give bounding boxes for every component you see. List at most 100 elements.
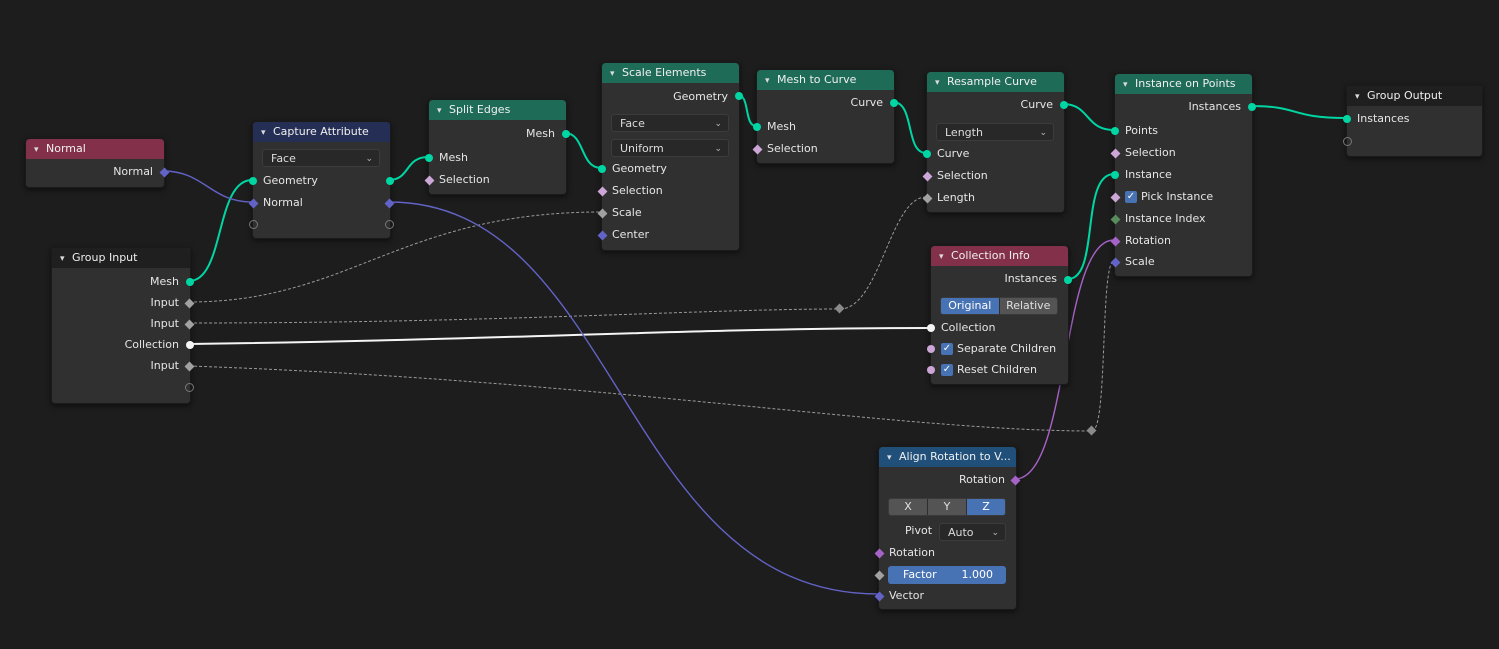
socket-label: Reset Children xyxy=(957,363,1037,376)
node-align-rotation[interactable]: ▾Align Rotation to V... Rotation X Y Z P… xyxy=(874,446,1021,610)
axis-x[interactable]: X xyxy=(889,499,928,515)
output-socket-mesh[interactable] xyxy=(562,130,570,138)
axis-y[interactable]: Y xyxy=(928,499,967,515)
reset-children-checkbox[interactable]: ✓ xyxy=(941,364,953,376)
link-input-scale xyxy=(188,211,602,303)
output-socket-mesh[interactable] xyxy=(186,278,194,286)
chevron-down-icon[interactable]: ▾ xyxy=(765,76,770,86)
output-socket-collection[interactable] xyxy=(186,341,194,349)
empty-socket[interactable] xyxy=(185,383,194,392)
output-socket-instances[interactable] xyxy=(1248,103,1256,111)
socket-label: Selection xyxy=(767,142,818,155)
axis-toggle[interactable]: X Y Z xyxy=(888,498,1006,516)
chevron-down-icon: ⌄ xyxy=(1039,128,1047,138)
node-header[interactable]: ▾Split Edges xyxy=(429,100,566,120)
axis-z[interactable]: Z xyxy=(967,499,1005,515)
chevron-down-icon[interactable]: ▾ xyxy=(34,145,39,155)
mode-dropdown[interactable]: Length ⌄ xyxy=(936,123,1054,141)
input-socket-geometry[interactable] xyxy=(598,165,606,173)
input-socket-mesh[interactable] xyxy=(425,154,433,162)
output-socket-instances[interactable] xyxy=(1064,276,1072,284)
link-input-reroute1 xyxy=(188,308,841,324)
pivot-dropdown[interactable]: Auto⌄ xyxy=(939,523,1006,541)
chevron-down-icon: ⌄ xyxy=(365,154,373,164)
socket-label: Instance xyxy=(1125,168,1172,181)
node-header[interactable]: ▾Capture Attribute xyxy=(253,122,390,142)
input-socket-curve[interactable] xyxy=(923,150,931,158)
socket-label: Curve xyxy=(850,96,883,109)
chevron-down-icon[interactable]: ▾ xyxy=(437,106,442,116)
socket-label: Instances xyxy=(1357,112,1410,125)
check-icon: ✓ xyxy=(942,343,952,354)
node-instance-on-points[interactable]: ▾Instance on Points Instances Points Sel… xyxy=(1110,73,1256,277)
separate-children-checkbox[interactable]: ✓ xyxy=(941,343,953,355)
socket-label: Selection xyxy=(937,169,988,182)
node-split-edges[interactable]: ▾Split Edges Mesh Mesh Selection xyxy=(424,99,570,195)
node-collection-info[interactable]: ▾Collection Info Instances Original Rela… xyxy=(927,245,1072,385)
empty-socket[interactable] xyxy=(385,220,394,229)
input-socket-instance[interactable] xyxy=(1111,171,1119,179)
output-socket-curve[interactable] xyxy=(1060,101,1068,109)
chevron-down-icon[interactable]: ▾ xyxy=(935,78,940,88)
dropdown-value: Length xyxy=(945,126,983,139)
mode-dropdown[interactable]: Uniform⌄ xyxy=(611,139,729,157)
input-socket-separate-children[interactable] xyxy=(927,345,935,353)
socket-label: Rotation xyxy=(1125,234,1172,247)
chevron-down-icon[interactable]: ▾ xyxy=(1355,92,1360,102)
link-m2c-resample xyxy=(892,101,927,154)
empty-socket[interactable] xyxy=(249,220,258,229)
option-relative[interactable]: Relative xyxy=(999,298,1057,314)
node-header[interactable]: ▾Group Output xyxy=(1347,86,1482,106)
node-header[interactable]: ▾ Normal xyxy=(26,139,164,159)
chevron-down-icon[interactable]: ▾ xyxy=(610,69,615,79)
chevron-down-icon[interactable]: ▾ xyxy=(261,128,266,138)
node-title: Normal xyxy=(46,142,86,155)
socket-label: Input xyxy=(150,296,179,309)
node-normal[interactable]: ▾ Normal Normal xyxy=(25,138,170,188)
chevron-down-icon[interactable]: ▾ xyxy=(60,254,65,264)
socket-label: Rotation xyxy=(958,473,1005,486)
socket-label: Scale xyxy=(1125,255,1155,268)
empty-socket[interactable] xyxy=(1343,137,1352,146)
factor-value: 1.000 xyxy=(961,568,994,581)
node-header[interactable]: ▾Scale Elements xyxy=(602,63,739,83)
node-header[interactable]: ▾Align Rotation to V... xyxy=(879,447,1016,467)
domain-dropdown[interactable]: Face⌄ xyxy=(611,114,729,132)
node-mesh-to-curve[interactable]: ▾Mesh to Curve Curve Mesh Selection xyxy=(752,69,898,164)
node-group-input[interactable]: ▾Group Input Mesh Input Input Collection… xyxy=(51,247,195,404)
chevron-down-icon[interactable]: ▾ xyxy=(887,453,892,463)
input-socket-mesh[interactable] xyxy=(753,123,761,131)
socket-label: Scale xyxy=(612,206,642,219)
pick-instance-checkbox[interactable]: ✓ xyxy=(1125,191,1137,203)
output-socket-geometry[interactable] xyxy=(735,92,743,100)
node-capture-attribute[interactable]: ▾Capture Attribute Face⌄ Geometry Normal xyxy=(248,121,395,239)
input-socket-points[interactable] xyxy=(1111,127,1119,135)
node-header[interactable]: ▾Mesh to Curve xyxy=(757,70,894,90)
node-header[interactable]: ▾Group Input xyxy=(52,248,190,268)
chevron-down-icon[interactable]: ▾ xyxy=(939,252,944,262)
node-header[interactable]: ▾Resample Curve xyxy=(927,72,1064,92)
node-resample-curve[interactable]: ▾Resample Curve Curve Length⌄ Curve Sele… xyxy=(922,71,1068,213)
output-socket-curve[interactable] xyxy=(890,99,898,107)
node-scale-elements[interactable]: ▾Scale Elements Geometry Face⌄ Uniform⌄ … xyxy=(597,62,743,251)
chevron-down-icon[interactable]: ▾ xyxy=(1123,80,1128,90)
output-socket-geometry[interactable] xyxy=(386,177,394,185)
factor-slider[interactable]: Factor 1.000 xyxy=(888,566,1006,584)
link-reroute1-length xyxy=(839,196,927,310)
transform-space-toggle[interactable]: Original Relative xyxy=(940,297,1058,315)
chevron-down-icon: ⌄ xyxy=(991,528,999,538)
input-socket-reset-children[interactable] xyxy=(927,366,935,374)
link-split-scale xyxy=(564,132,602,169)
input-socket-collection[interactable] xyxy=(927,324,935,332)
input-socket-geometry[interactable] xyxy=(249,177,257,185)
socket-label: Mesh xyxy=(439,151,468,164)
socket-label: Selection xyxy=(439,173,490,186)
node-header[interactable]: ▾Instance on Points xyxy=(1115,74,1252,94)
node-header[interactable]: ▾Collection Info xyxy=(931,246,1068,266)
socket-label: Geometry xyxy=(673,90,728,103)
domain-dropdown[interactable]: Face⌄ xyxy=(262,149,380,167)
link-normal-vector xyxy=(388,201,879,595)
node-group-output[interactable]: ▾Group Output Instances xyxy=(1343,85,1483,157)
option-original[interactable]: Original xyxy=(941,298,1000,314)
input-socket-instances[interactable] xyxy=(1343,115,1351,123)
